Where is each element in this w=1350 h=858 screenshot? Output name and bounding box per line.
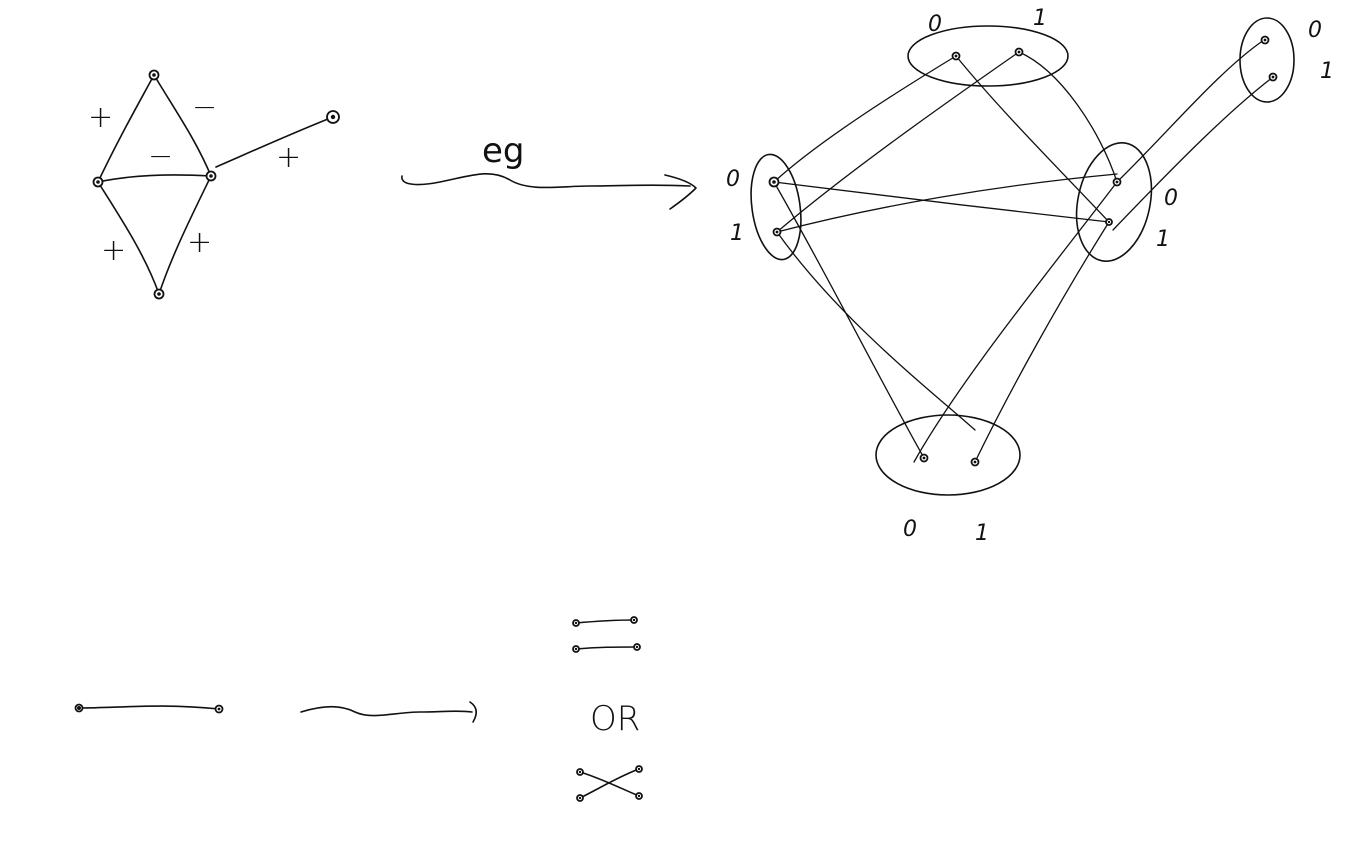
graph-vertex — [153, 288, 165, 300]
vertex-group-far-right — [1239, 17, 1295, 103]
lifted-vertex — [919, 453, 929, 463]
lifted-edge — [776, 173, 1118, 233]
lift-vertex — [635, 765, 643, 773]
lifted-vertex — [1014, 47, 1024, 57]
edge-sign-label: + — [101, 233, 126, 268]
lifted-edge — [773, 181, 1110, 223]
bit-label: 1 — [1033, 6, 1047, 31]
single-edge — [78, 705, 220, 710]
crossed-lift-edge — [579, 771, 640, 797]
lifted-edge — [1018, 51, 1118, 183]
lifted-vertex — [768, 176, 780, 188]
parallel-lift-edge — [575, 619, 635, 624]
lifted-edge — [776, 231, 976, 431]
lifted-edge — [776, 51, 1020, 233]
bit-label: 0 — [903, 517, 917, 542]
bit-label: 0 — [726, 167, 740, 192]
lifted-edge — [773, 55, 957, 183]
wavy-arrow-small — [300, 705, 473, 717]
lifted-edge — [913, 181, 1118, 463]
wavy-arrow-head — [664, 174, 697, 210]
bit-label: 1 — [1156, 227, 1170, 252]
edge-sign-label: − — [148, 139, 173, 174]
lifted-edge — [974, 221, 1110, 463]
graph-edge-bottom-left — [97, 181, 160, 295]
graph-edge-middle — [97, 174, 212, 183]
edge-sign-label: + — [88, 100, 113, 135]
single-edge-vertex — [74, 703, 84, 713]
lifted-vertex — [772, 227, 782, 237]
edge-sign-label: + — [187, 225, 212, 260]
lifted-vertex — [970, 457, 980, 467]
arrow-label: eg — [482, 131, 525, 171]
edge-sign-label: − — [192, 90, 217, 125]
graph-vertex — [205, 170, 217, 182]
lifted-vertex — [951, 51, 961, 61]
wavy-arrow-small-head — [469, 701, 478, 723]
parallel-lift-edge — [575, 646, 638, 650]
lifted-vertex — [1105, 218, 1113, 226]
vertex-group-right — [1075, 142, 1153, 262]
bit-label: 1 — [975, 521, 989, 546]
lift-vertex — [630, 616, 638, 624]
graph-edge-pendant — [215, 116, 334, 168]
single-edge-vertex — [214, 704, 224, 714]
bit-label: 0 — [1164, 186, 1178, 211]
lifted-edge — [1112, 76, 1274, 231]
graph-vertex — [148, 69, 160, 81]
graph-edge-top-left — [97, 74, 155, 183]
graph-vertex — [92, 176, 104, 188]
lift-vertex — [576, 794, 584, 802]
vertex-group-top — [907, 25, 1069, 87]
lift-vertex — [635, 792, 643, 800]
wavy-arrow-shaft — [401, 173, 691, 189]
bit-label: 1 — [1320, 59, 1334, 84]
lift-vertex — [572, 619, 580, 627]
signed-graph: + − − + + + — [88, 69, 340, 300]
edge-sign-label: + — [276, 140, 301, 175]
lift-vertex — [572, 645, 580, 653]
graph-edge-bottom-right — [158, 175, 212, 295]
graph-vertex — [326, 110, 340, 124]
crossed-lift-edge — [579, 768, 640, 799]
lifted-edge — [773, 181, 925, 459]
bit-label: 0 — [1308, 18, 1322, 43]
lifted-vertex — [1260, 35, 1270, 45]
lifted-edge — [1116, 39, 1265, 183]
graph-edge-top-right — [153, 74, 212, 177]
lifted-vertex — [1112, 177, 1122, 187]
lifted-edge — [955, 55, 1110, 223]
double-cover-graph: 0 1 0 1 0 1 0 1 0 1 — [726, 6, 1334, 546]
or-label: OR — [590, 699, 640, 739]
bit-label: 0 — [928, 12, 942, 37]
bit-label: 1 — [730, 221, 744, 246]
lift-vertex — [633, 643, 641, 651]
vertex-group-left — [750, 153, 802, 261]
lift-vertex — [576, 768, 584, 776]
transform-arrow: eg — [401, 131, 697, 210]
vertex-group-bottom — [875, 414, 1021, 496]
edge-lift-rule: OR — [74, 616, 643, 802]
lifted-vertex — [1268, 72, 1278, 82]
